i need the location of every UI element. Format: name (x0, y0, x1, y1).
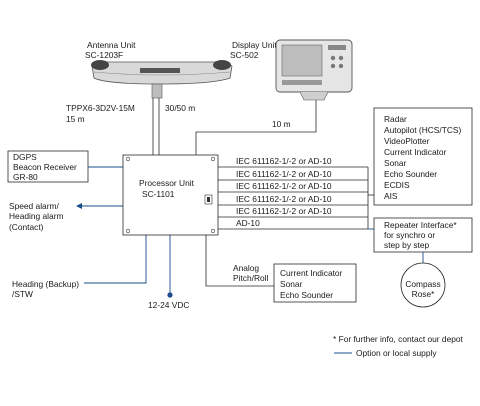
dgps-label-2: Beacon Receiver (13, 162, 77, 172)
display-icon (275, 39, 353, 101)
antenna-model: SC-1203F (85, 50, 123, 60)
heading-label-2: /STW (12, 289, 33, 299)
device-3: VideoPlotter (384, 136, 430, 146)
output-label-6: AD-10 (236, 218, 260, 228)
output-label-4: IEC 611162-1/-2 or AD-10 (236, 194, 332, 204)
antenna-cable-type: TPPX6-3D2V-15M (66, 103, 135, 113)
device-8: AIS (384, 191, 398, 201)
dgps-receiver: DGPS Beacon Receiver GR-80 (7, 150, 123, 183)
antenna-title: Antenna Unit (87, 40, 136, 50)
device-4: Current Indicator (384, 147, 447, 157)
repeater-label-1: Repeater Interface* (384, 220, 457, 230)
legend-label: Option or local supply (356, 348, 437, 358)
analog-device-3: Echo Sounder (280, 290, 333, 300)
output-label-2: IEC 611162-1/-2 or AD-10 (236, 169, 332, 179)
analog-device-2: Sonar (280, 279, 303, 289)
heading-connection (84, 235, 147, 284)
compass-label-2: Rose* (412, 289, 436, 299)
device-1: Radar (384, 114, 407, 124)
processor-box (122, 154, 219, 236)
top-cables: TPPX6-3D2V-15M 15 m 30/50 m 10 m (66, 98, 317, 155)
footnote: * For further info, contact our depot (333, 334, 464, 344)
output-label-1: IEC 611162-1/-2 or AD-10 (236, 156, 332, 166)
alarm-label-1: Speed alarm/ (9, 201, 59, 211)
analog-connection (205, 235, 274, 287)
analog-label-2: Pitch/Roll (233, 273, 269, 283)
repeater-interface: Repeater Interface* for synchro or step … (373, 217, 473, 264)
power-supply: 12-24 VDC (148, 235, 189, 310)
legend: * For further info, contact our depot Op… (333, 334, 464, 358)
dgps-label-1: DGPS (13, 152, 37, 162)
antenna-unit: Antenna Unit SC-1203F (85, 40, 233, 99)
device-5: Sonar (384, 158, 407, 168)
heading-label-1: Heading (Backup) (12, 279, 79, 289)
device-2: Autopilot (HCS/TCS) (384, 125, 461, 135)
external-devices: Radar Autopilot (HCS/TCS) VideoPlotter C… (373, 107, 473, 206)
antenna-icon (91, 60, 233, 99)
heading-input: Heading (Backup) /STW (12, 235, 147, 299)
repeater-label-2: for synchro or (384, 230, 435, 240)
repeater-label-3: step by step (384, 240, 430, 250)
analog-output: Analog Pitch/Roll Current Indicator Sona… (205, 235, 357, 303)
display-cable-line (195, 100, 317, 155)
alarm-output: Speed alarm/ Heading alarm (Contact) (9, 201, 123, 232)
processor-model: SC-1101 (142, 189, 175, 199)
repeater-box (373, 217, 473, 253)
device-6: Echo Sounder (384, 169, 437, 179)
display-cable-alt-length: 30/50 m (165, 103, 195, 113)
analog-device-1: Current Indicator (280, 268, 343, 278)
device-7: ECDIS (384, 180, 410, 190)
alarm-label-2: Heading alarm (9, 211, 63, 221)
dgps-label-3: GR-80 (13, 172, 38, 182)
alarm-arrow (76, 203, 82, 209)
analog-devices-box (273, 263, 357, 303)
alarm-label-3: (Contact) (9, 222, 44, 232)
output-ports: IEC 611162-1/-2 or AD-10 IEC 611162-1/-2… (218, 156, 374, 230)
processor-title: Processor Unit (139, 178, 195, 188)
power-terminal (167, 292, 173, 298)
display-title: Display Unit (232, 40, 277, 50)
antenna-cable-length: 15 m (66, 114, 85, 124)
compass-label-1: Compass (405, 279, 440, 289)
output-label-3: IEC 611162-1/-2 or AD-10 (236, 181, 332, 191)
display-cable-length: 10 m (272, 119, 291, 129)
display-unit: Display Unit SC-502 (230, 39, 353, 101)
power-label: 12-24 VDC (148, 300, 189, 310)
output-label-5: IEC 611162-1/-2 or AD-10 (236, 206, 332, 216)
dgps-box (7, 150, 89, 183)
compass-rose: Compass Rose* (400, 262, 446, 308)
analog-label-1: Analog (233, 263, 259, 273)
devices-box (373, 107, 473, 206)
display-model: SC-502 (230, 50, 259, 60)
compass-circle (400, 262, 446, 308)
processor-unit: Processor Unit SC-1101 (122, 154, 219, 236)
